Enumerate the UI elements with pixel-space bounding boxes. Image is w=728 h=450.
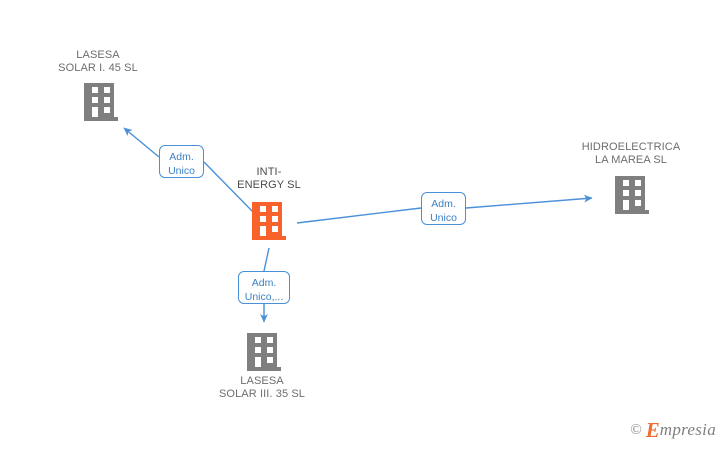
edge-inti-to-lasesa-solar-iii-tail bbox=[263, 247, 270, 272]
relation-label-hidroelectrica[interactable]: Adm. Unico bbox=[421, 192, 466, 225]
building-icon bbox=[84, 83, 118, 121]
edge-inti-to-hidroelectrica-tail bbox=[296, 207, 422, 224]
brand-initial: E bbox=[645, 418, 660, 442]
building-icon bbox=[615, 176, 649, 214]
brand-name: mpresia bbox=[659, 420, 716, 439]
edge-inti-to-lasesa-solar-i-head bbox=[123, 127, 160, 158]
edge-inti-to-lasesa-solar-i-tail bbox=[203, 161, 256, 215]
node-label-lasesa-solar-iii: LASESA SOLAR III. 35 SL bbox=[219, 375, 305, 400]
copyright-icon: © bbox=[630, 421, 642, 438]
node-label-lasesa-solar-i: LASESA SOLAR I. 45 SL bbox=[58, 49, 138, 74]
node-label-hidroelectrica-la-marea: HIDROELECTRICA LA MAREA SL bbox=[581, 141, 681, 166]
node-label-inti-energy: INTI- ENERGY SL bbox=[237, 166, 301, 191]
edge-inti-to-hidroelectrica-head bbox=[465, 194, 593, 209]
relation-label-lasesa-solar-iii[interactable]: Adm. Unico,... bbox=[238, 271, 290, 304]
building-icon bbox=[252, 202, 286, 240]
relation-label-lasesa-solar-i[interactable]: Adm. Unico bbox=[159, 145, 204, 178]
building-icon bbox=[247, 333, 281, 371]
watermark: © E mpresia bbox=[630, 418, 716, 442]
